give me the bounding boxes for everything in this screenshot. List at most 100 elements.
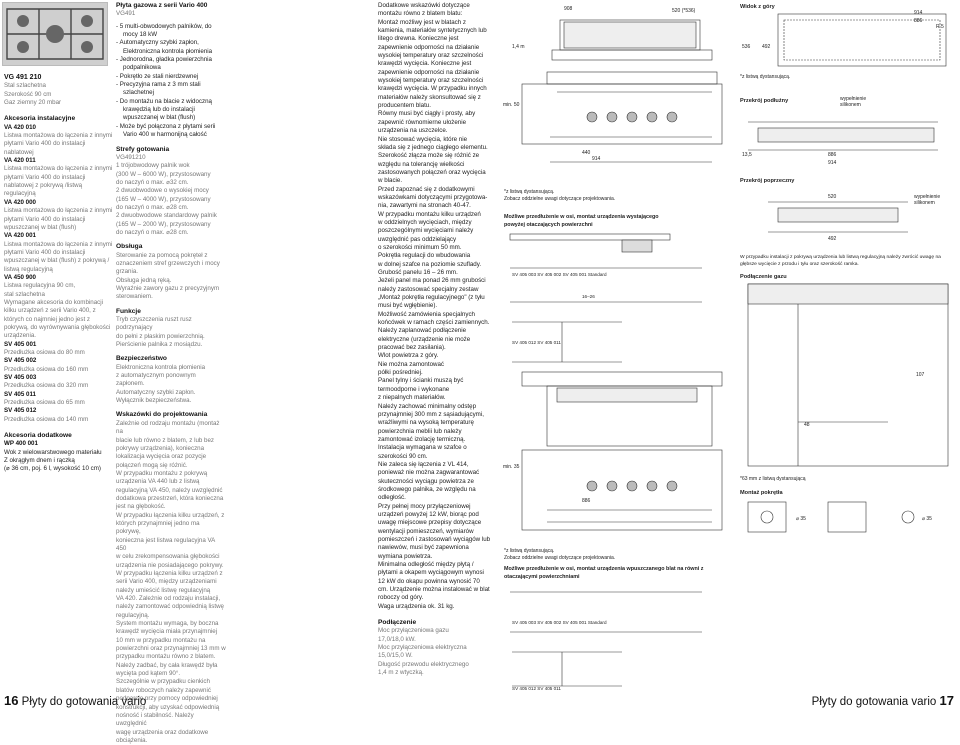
section-line: blatów roboczych należy zapewnić	[116, 686, 211, 694]
note-line: w oddzielnych wycięciach, między	[378, 218, 472, 226]
accessory-line: SV 405 002	[4, 357, 37, 365]
sv-row-2: SV 405 012 SV 405 011	[512, 340, 561, 345]
dim-914-a: 914	[592, 156, 601, 162]
note-line: Równy musi być ciągły i prosty, aby	[378, 110, 476, 118]
note-line: końcówek w ramach części zamiennych.	[378, 319, 490, 327]
silicone-label-2: silikonem	[914, 200, 935, 206]
section-line: oznaczeniem stref grzewczych i mocy	[116, 259, 220, 267]
note-line: Jeżeli panel ma ponad 26 mm grubości	[378, 277, 486, 285]
section-line: sterowaniem.	[116, 293, 153, 301]
section-line: 2 dwuobwodowe standardowy palnik	[116, 212, 217, 220]
cooktop-photo	[2, 2, 108, 66]
accessory-line: których co najmniej jedno jest z	[4, 315, 90, 323]
top-dim-492: 492	[762, 44, 771, 50]
connection-line: Długość przewodu elektrycznego	[378, 660, 469, 668]
note-line: „Montaż pokrętła regulacyjnego" (z tyłu	[378, 294, 485, 302]
note-line: zapewnić równomierne ułożenie	[378, 118, 467, 126]
section-line: nośność i stabilność. Należy uwzględnić	[116, 711, 194, 728]
footnote-b: Zobacz oddzielne uwagi dotyczące projekt…	[504, 196, 615, 202]
cooktop-illustration	[3, 3, 107, 65]
product-model: VG491	[116, 10, 136, 18]
section-heading: Funkcje	[116, 307, 141, 315]
feature-bullet: Jednorodna, gładka powierzchnia	[116, 56, 226, 64]
section-line: Sterowanie za pomocą pokręteł z	[116, 251, 208, 259]
note-line: uwzględnić pas oddzielający	[378, 235, 457, 243]
section-line: do naczyń o max. ⌀28 cm.	[116, 203, 189, 211]
feature-bullet: Może być połączona z płytami serii	[116, 123, 226, 131]
extra-accessory-line: Z okrągłym dnem i rączką	[4, 457, 75, 465]
feature-bullet: Vario 400 w harmonijną całość	[123, 131, 207, 139]
footer-right: Płyty do gotowania vario 17	[812, 693, 954, 708]
accessory-line: Przedłużka osiowa do 160 mm	[4, 365, 89, 373]
note-line: musi być wgłębienie).	[378, 302, 438, 310]
accessory-line: VA 420 000	[4, 198, 36, 206]
footer-title-left: Płyty do gotowania vario	[21, 696, 147, 708]
accessory-line: stal szlachetna	[4, 290, 45, 298]
note-line: w blacie.	[378, 177, 403, 185]
footnote-a: *z listwą dystansującą.	[504, 189, 554, 195]
silicone-label-1: silikonem	[840, 102, 861, 108]
feature-bullet: Automatyczny szybki zapłon,	[116, 39, 226, 47]
accessory-line: VA 450 900	[4, 273, 36, 281]
section-line: urządzenia nie posiadającego pokrywy.	[116, 561, 224, 569]
footnote-d: Zobacz oddzielne uwagi dotyczące projekt…	[504, 555, 615, 561]
section-line: System montażu wymaga, by boczna	[116, 620, 219, 628]
note-line: w dolnej szafce na poziomie szuflady.	[378, 260, 482, 268]
section-line: Automatyczny szybki zapłon.	[116, 388, 196, 396]
section-line: wagę urządzenia oraz dodatkowe	[116, 728, 209, 736]
section-line: do naczyń o max. ⌀32 cm.	[116, 178, 189, 186]
note-line: 12 kW do okapu powinna wynosić 70	[378, 577, 480, 585]
accessory-line: wpuszczanej w blat (flush)	[4, 223, 77, 231]
accessory-line: Listwa montażowa do łączenia z innymi	[4, 207, 113, 215]
cross-dim-520: 520	[828, 194, 837, 200]
accessory-line: płytami Vario 400 do instalacji	[4, 140, 86, 148]
note-line: kamienia, materiałów syntetycznych lub	[378, 27, 487, 35]
section-line: których przynajmniej jedno ma pokrywę,	[116, 519, 200, 536]
footer-title-right: Płyty do gotowania vario	[811, 696, 937, 708]
section-line: Tryb czyszczenia ruszt rusz podrzynający	[116, 316, 192, 332]
extra-accessory-line: (⌀ 36 cm, poj. 6 l, wysokość 10 cm)	[4, 465, 101, 473]
extension-drawing-2	[510, 591, 702, 687]
accessory-line: Przedłużka osiowa do 140 mm	[4, 415, 89, 423]
gas-connection-title: Podłączenie gazu	[740, 274, 787, 280]
accessory-line: Listwa regulacyjna 90 cm,	[4, 282, 76, 290]
section-line: 1 trójobwodowy palnik wok	[116, 162, 190, 170]
note-line: uwagę miejscowe przepisy dotyczące	[378, 519, 482, 527]
section-line: do naczyń o max. ⌀28 cm.	[116, 228, 189, 236]
accessory-line: Listwa montażowa do łączenia z innymi	[4, 165, 113, 173]
section-line: Szczególnie w przypadku cienkich	[116, 678, 210, 686]
spec-column-features: Płyta gazowa z serii Vario 400 VG491 5 m…	[116, 2, 226, 745]
dim-440: 440	[582, 150, 591, 156]
section-line: Należy zadbać, by cała krawędź była	[116, 661, 218, 669]
feature-bullet: wpuszczanej w blat (flush)	[123, 114, 196, 122]
knob-mounting-title: Montaż pokrętła	[740, 490, 783, 496]
feature-bullet: Elektroniczna kontrola płomienia	[123, 47, 213, 55]
accessory-line: płytami Vario 400 do instalacji	[4, 248, 86, 256]
section-line: do pełni z płaskim powierzchnią.	[116, 332, 205, 340]
connection-line: Moc przyłączeniowa gazu	[378, 627, 449, 635]
top-drawing-1	[521, 19, 723, 163]
note-line: z niepalnych materiałów.	[378, 394, 446, 402]
section-line: konstrukcji, aby uzyskać odpowiednią	[116, 703, 220, 711]
section-line: VA 420. Zależnie od rodzaju instalacji,	[116, 595, 221, 603]
note-line: wysokiej temperatury oraz szczelności	[378, 52, 484, 60]
note-line: szerokości 90 cm.	[378, 452, 428, 460]
top-drawing-2	[521, 371, 723, 531]
section-note-2: głębsze wycięcie z przodu i tyłu oraz sz…	[740, 261, 859, 267]
note-line: składa się z jednego ciągłego elementu.	[378, 143, 488, 151]
note-line: urządzeń powyżej 12 kW, biorąc pod	[378, 510, 479, 518]
feature-bullet: Precyzyjna rama z 3 mm stali	[116, 81, 226, 89]
accessory-line: regulacyjną	[4, 190, 36, 198]
note-line: wymiana powietrza.	[378, 552, 433, 560]
connection-line: 1,4 m z wtyczką.	[378, 669, 424, 677]
footnote-c: *z listwą dystansującą.	[504, 548, 554, 554]
long-dim-135: 13,5	[742, 152, 752, 158]
section-line: Wyłącznik bezpieczeństwa.	[116, 397, 192, 405]
note-line: Dodatkowe wskazówki dotyczące	[378, 2, 470, 9]
accessory-line: VA 420 010	[4, 123, 36, 131]
note-line: nawiewów, musi być zapewniona	[378, 544, 469, 552]
accessory-line: Listwa montażowa do łączenia z innymi	[4, 132, 113, 140]
note-line: Waga urządzenia ok. 31 kg.	[378, 602, 455, 610]
section-line: regulacyjną VA 450, należy uwzględnić	[116, 486, 223, 494]
note-line: Minimalna odległość między płytą /	[378, 561, 474, 569]
